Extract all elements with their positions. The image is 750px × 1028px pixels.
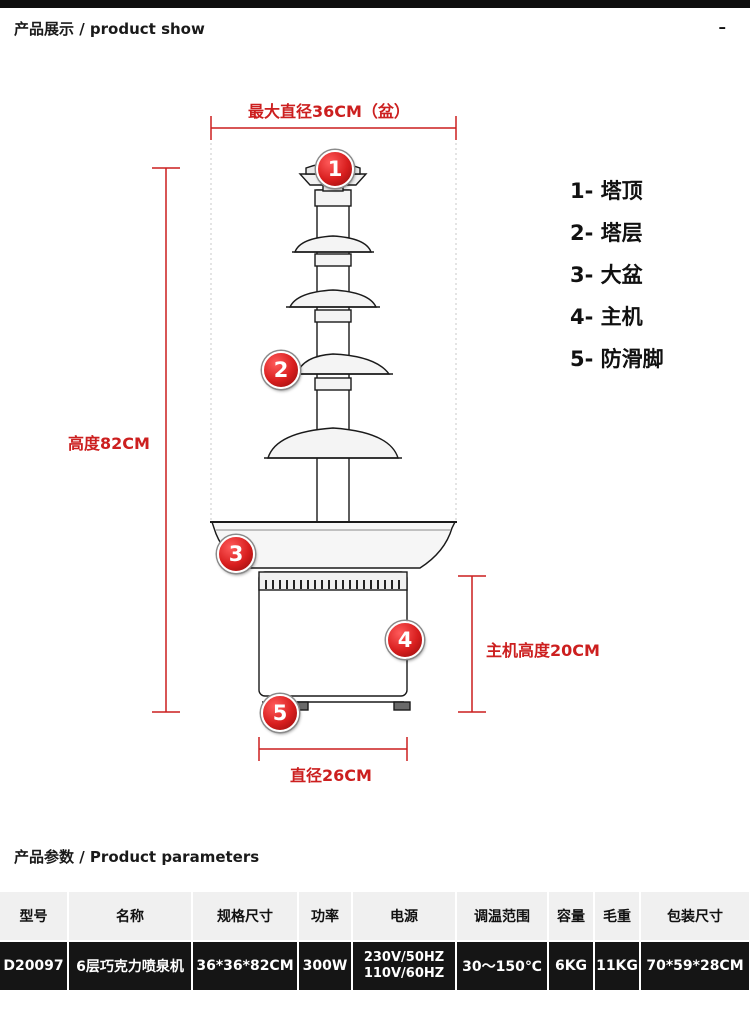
- cell-package-size: 70*59*28CM: [640, 942, 750, 990]
- callout-badge-5: 5: [261, 694, 299, 732]
- base-height-dimension: [458, 575, 486, 713]
- power-supply-line-1: 230V/50HZ: [363, 950, 445, 965]
- cell-temp-range: 30～150℃: [456, 942, 549, 990]
- height-dimension: [152, 167, 180, 713]
- callout-badge-1: 1: [316, 150, 354, 188]
- legend-item: 2- 塔层: [570, 221, 643, 245]
- legend-item: 5- 防滑脚: [570, 347, 664, 371]
- header-power: 功率: [298, 892, 353, 940]
- max-diameter-label: 最大直径36CM（盆）: [248, 102, 410, 121]
- product-show-title: 产品展示 / product show: [14, 20, 205, 38]
- table-row: D20097 6层巧克力喷泉机 36*36*82CM 300W 230V/50H…: [0, 942, 750, 990]
- callout-badge-4: 4: [386, 621, 424, 659]
- product-parameters-title: 产品参数 / Product parameters: [14, 848, 260, 866]
- height-label: 高度82CM: [68, 434, 150, 453]
- header-model: 型号: [0, 892, 69, 940]
- fountain-diagram: [152, 116, 486, 761]
- base-diameter-label: 直径26CM: [290, 766, 372, 785]
- header-power-supply: 电源: [352, 892, 457, 940]
- collapse-dash: –: [718, 18, 727, 36]
- header-package-size: 包装尺寸: [640, 892, 750, 940]
- base-diameter-dimension: [258, 737, 408, 761]
- cell-power-supply: 230V/50HZ 110V/60HZ: [352, 942, 457, 990]
- base-vents: [265, 580, 400, 589]
- cell-size: 36*36*82CM: [192, 942, 299, 990]
- header-capacity: 容量: [548, 892, 595, 940]
- fountain-body: [210, 162, 457, 711]
- dotted-guides: [210, 128, 457, 522]
- header-gross-weight: 毛重: [594, 892, 641, 940]
- callout-badge-2: 2: [262, 351, 300, 389]
- header-size: 规格尺寸: [192, 892, 299, 940]
- top-bar: [0, 0, 750, 8]
- power-supply-line-2: 110V/60HZ: [363, 966, 445, 981]
- callout-badge-3: 3: [217, 535, 255, 573]
- cell-name: 6层巧克力喷泉机: [68, 942, 193, 990]
- header-name: 名称: [68, 892, 193, 940]
- max-diameter-dimension: [210, 116, 457, 140]
- parts-legend: 1- 塔顶 2- 塔层 3- 大盆 4- 主机 5- 防滑脚: [570, 170, 664, 380]
- cell-gross-weight: 11KG: [594, 942, 641, 990]
- header-temp-range: 调温范围: [456, 892, 549, 940]
- table-header-row: 型号 名称 规格尺寸 功率 电源 调温范围 容量 毛重 包装尺寸: [0, 892, 750, 940]
- legend-item: 1- 塔顶: [570, 179, 643, 203]
- base-height-label: 主机高度20CM: [486, 641, 600, 660]
- cell-power: 300W: [298, 942, 353, 990]
- parameters-table: 型号 名称 规格尺寸 功率 电源 调温范围 容量 毛重 包装尺寸 D20097 …: [0, 892, 750, 990]
- cell-model: D20097: [0, 942, 69, 990]
- legend-item: 4- 主机: [570, 305, 643, 329]
- legend-item: 3- 大盆: [570, 263, 643, 287]
- cell-capacity: 6KG: [548, 942, 595, 990]
